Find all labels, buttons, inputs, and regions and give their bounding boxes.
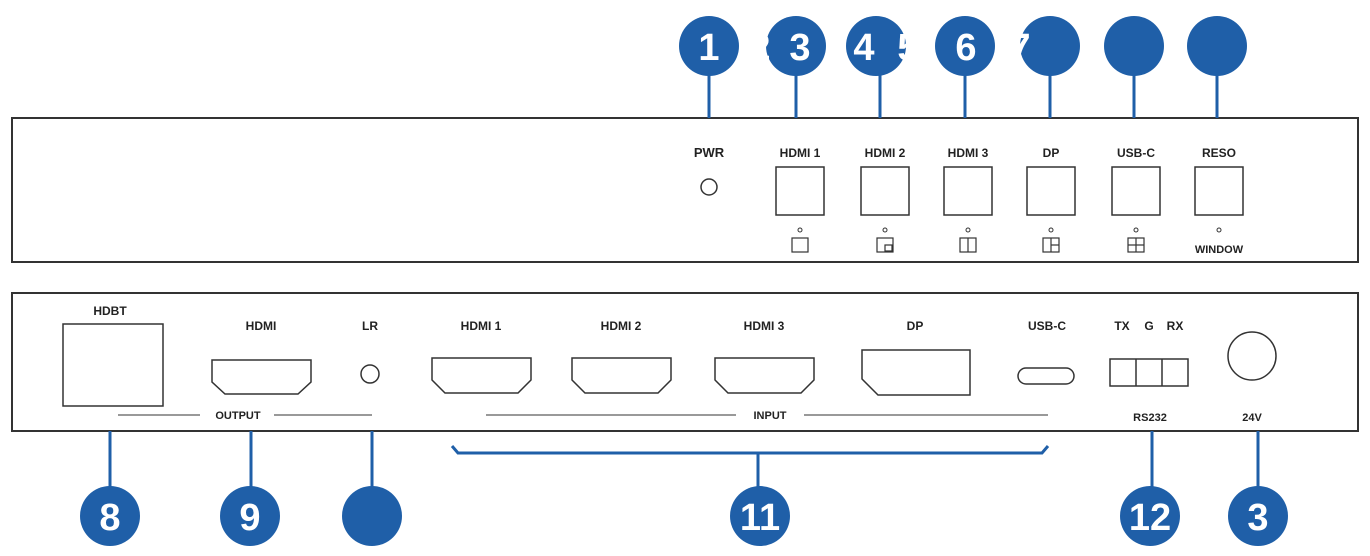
callout-10-circle (342, 486, 402, 546)
hdmi1-input-port[interactable] (431, 357, 532, 394)
callout-usbc-circle (1104, 16, 1164, 76)
callout-7-circle (1020, 16, 1080, 76)
rs232-g-label: G (1144, 319, 1153, 333)
front-reso-label: RESO (1202, 146, 1236, 160)
front-hdmi3-button[interactable] (943, 166, 993, 216)
callout-11-circle (730, 486, 790, 546)
single-window-icon (791, 237, 809, 253)
power-24v-jack[interactable] (1227, 331, 1277, 381)
front-hdmi1-led (797, 227, 803, 233)
front-panel-outline (11, 117, 1359, 263)
hdmi-output-port[interactable] (211, 359, 312, 395)
front-hdmi2-label: HDMI 2 (865, 146, 906, 160)
rear-hdmi2-label: HDMI 2 (601, 319, 642, 333)
callout-6-number: 6 (955, 27, 976, 69)
callout-11-number: 11 (740, 497, 780, 539)
hdbt-port[interactable] (62, 323, 164, 407)
callout-6-circle (935, 16, 995, 76)
input-label: INPUT (754, 410, 787, 422)
callout-5-number: 5 (897, 27, 918, 69)
top-callout-lines (707, 72, 1219, 118)
callout-9-circle (220, 486, 280, 546)
callout-7-number: 7 (1009, 27, 1030, 69)
front-hdmi1-button[interactable] (775, 166, 825, 216)
front-dp-label: DP (1043, 146, 1060, 160)
hdmi2-input-port[interactable] (571, 357, 672, 394)
front-hdmi3-led (965, 227, 971, 233)
split-3-window-icon (1042, 237, 1060, 253)
rs232-tx-label: TX (1114, 319, 1129, 333)
hdmi3-input-port[interactable] (714, 357, 815, 394)
callout-1-circle (679, 16, 739, 76)
pip-window-icon (876, 237, 894, 253)
front-hdmi1-label: HDMI 1 (780, 146, 821, 160)
split-2-window-icon (959, 237, 977, 253)
pwr-label: PWR (694, 145, 725, 160)
front-dp-led (1048, 227, 1054, 233)
front-window-label: WINDOW (1195, 244, 1244, 256)
rear-hdmi-out-label: HDMI (246, 319, 277, 333)
callout-reso-circle (1187, 16, 1247, 76)
callout-12-circle (1120, 486, 1180, 546)
dp-input-port[interactable] (861, 349, 971, 396)
callout-9-number: 9 (239, 497, 260, 539)
rear-dp-label: DP (907, 319, 924, 333)
front-reso-led (1216, 227, 1222, 233)
power-24v-label: 24V (1242, 412, 1262, 424)
bottom-callout-lines (108, 431, 1260, 490)
front-usbc-label: USB-C (1117, 146, 1155, 160)
callout-8-circle (80, 486, 140, 546)
front-hdmi2-button[interactable] (860, 166, 910, 216)
pwr-led (700, 178, 718, 196)
lr-audio-jack[interactable] (360, 364, 380, 384)
callout-13-number: 3 (1247, 497, 1268, 539)
callout-4-number: 4 (853, 27, 874, 69)
front-usbc-led (1133, 227, 1139, 233)
rear-panel-outline (11, 292, 1359, 432)
output-label: OUTPUT (215, 410, 261, 422)
callout-13-circle (1228, 486, 1288, 546)
rear-hdmi3-label: HDMI 3 (744, 319, 785, 333)
rear-lr-label: LR (362, 319, 378, 333)
callout-8-number: 8 (99, 497, 120, 539)
callout-12-number: 12 (1129, 497, 1171, 539)
rs232-rx-label: RX (1167, 319, 1184, 333)
front-dp-button[interactable] (1026, 166, 1076, 216)
callout-3-number: 3 (789, 27, 810, 69)
rear-hdmi1-label: HDMI 1 (461, 319, 502, 333)
callout-4-circle (846, 16, 906, 76)
front-hdmi3-label: HDMI 3 (948, 146, 989, 160)
rs232-terminal-block[interactable] (1109, 358, 1189, 387)
callout-3-circle (766, 16, 826, 76)
front-usbc-button[interactable] (1111, 166, 1161, 216)
rear-hdbt-label: HDBT (93, 304, 127, 318)
callout-1-number: 1 (698, 27, 719, 69)
usbc-input-port[interactable] (1017, 367, 1075, 385)
callout-2-number: 2 (749, 27, 770, 69)
quad-window-icon (1127, 237, 1145, 253)
rear-usbc-label: USB-C (1028, 319, 1066, 333)
front-hdmi2-led (882, 227, 888, 233)
rs232-label: RS232 (1133, 412, 1167, 424)
front-reso-button[interactable] (1194, 166, 1244, 216)
